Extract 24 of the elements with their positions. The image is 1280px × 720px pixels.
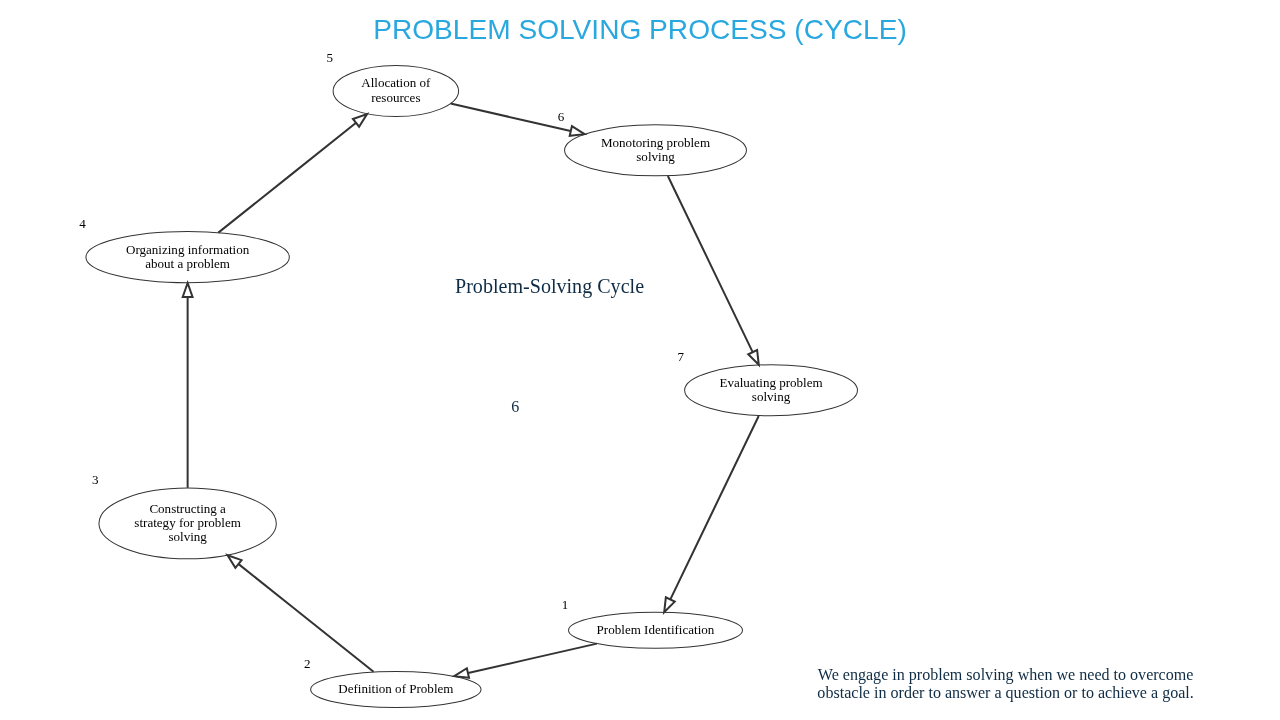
node-ellipse: Organizing information about a problem xyxy=(85,231,290,284)
node-label: 6 xyxy=(557,109,565,125)
arrow xyxy=(450,102,588,137)
label: 6 xyxy=(511,398,520,416)
diagram-title: PROBLEM SOLVING PROCESS (CYCLE) xyxy=(373,13,907,45)
node-ellipse: Constructing a strategy for problem solving xyxy=(98,487,277,560)
label: We engage in problem solving when we need to overcome obstacle in order to answer a question or to achieve a goal. xyxy=(817,666,1194,702)
node-ellipse: Definition of Problem xyxy=(310,670,482,709)
arrow xyxy=(662,415,760,615)
node-label: 4 xyxy=(79,215,86,231)
arrow xyxy=(225,553,375,673)
node-label: 1 xyxy=(561,596,569,612)
node-ellipse: Allocation of resources xyxy=(332,65,460,118)
node-label: 7 xyxy=(677,349,685,365)
node-label: 3 xyxy=(92,472,99,488)
arrow xyxy=(181,279,194,488)
node-ellipse: Problem Identification xyxy=(568,611,743,649)
arrow xyxy=(451,642,598,679)
node-label: 2 xyxy=(304,655,311,671)
node-label: 5 xyxy=(326,49,334,65)
label: Problem-Solving Cycle xyxy=(455,274,645,297)
node-ellipse: Evaluating problem solving xyxy=(684,364,858,417)
arrow xyxy=(217,112,370,234)
arrow xyxy=(666,175,761,368)
